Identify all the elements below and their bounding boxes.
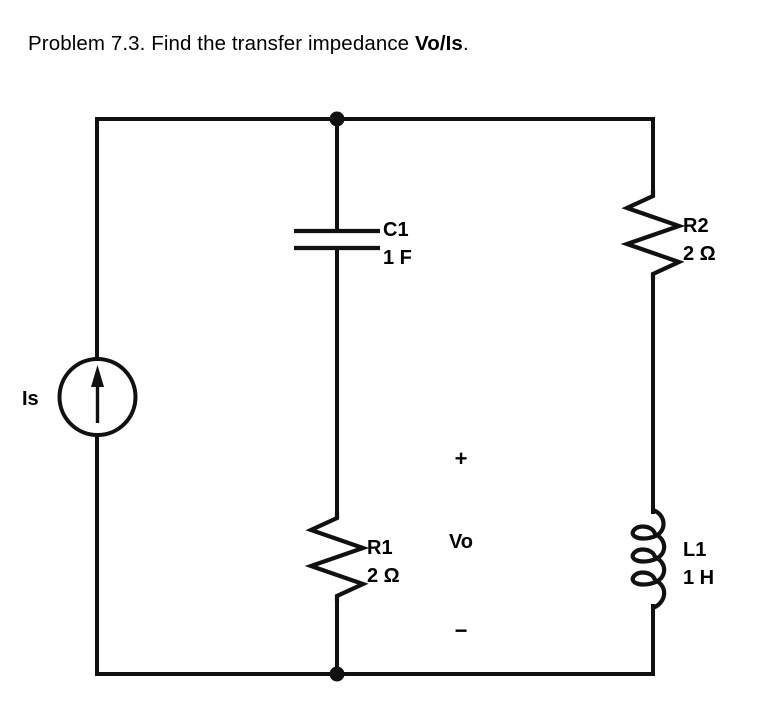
l1-coil [630,507,667,611]
current-source-arrow-head [91,365,104,387]
r2-value-label: 2 Ω [683,243,716,265]
component-l1-inductor: L1 1 H [630,507,714,611]
r1-zigzag [304,512,370,602]
c1-name-label: C1 [383,219,409,241]
r1-name-label: R1 [367,537,393,559]
r1-value-label: 2 Ω [367,565,400,587]
title-prefix: Problem 7.3. Find the transfer impedance [28,32,415,55]
c1-value-label: 1 F [383,247,412,269]
r2-name-label: R2 [683,215,709,237]
current-source-label: Is [22,388,39,410]
component-r2-resistor: R2 2 Ω [620,190,716,280]
vo-label: Vo [449,531,473,553]
title-suffix: . [462,32,469,55]
current-source-is: Is [22,357,138,437]
page-title: Problem 7.3. Find the transfer impedance… [28,32,469,56]
junction-dot-top [329,111,345,127]
r2-zigzag [620,190,686,280]
junction-dot-bottom [329,666,345,682]
component-r1-resistor: R1 2 Ω [304,512,400,602]
vo-plus-sign: + [455,446,468,471]
vo-minus-sign: − [455,618,468,643]
output-voltage-annotation: + Vo − [449,446,473,643]
title-emphasis: Vo/Is [414,32,463,55]
l1-value-label: 1 H [683,567,714,589]
component-c1-capacitor: C1 1 F [294,219,412,269]
l1-name-label: L1 [683,539,706,561]
